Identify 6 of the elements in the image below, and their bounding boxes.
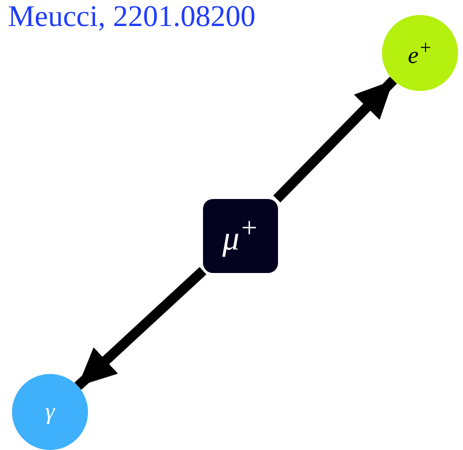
particle-circle: γ [12,374,88,450]
arrow [273,76,397,202]
particle-circle: e$^{+}$ [382,15,458,91]
citation-text: Meucci, 2201.08200 [8,0,256,34]
arrow [74,266,206,390]
particle-box: μ$^{+}$ [203,199,278,273]
